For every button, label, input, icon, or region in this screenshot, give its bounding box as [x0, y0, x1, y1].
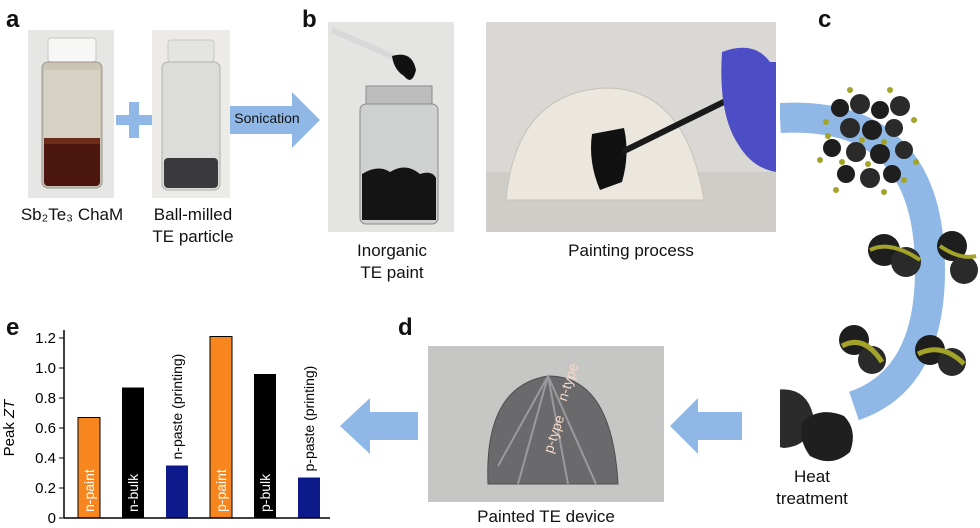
- y-tick-label: 0.2: [35, 480, 56, 497]
- arrow-to-device: [670, 398, 742, 454]
- painting-process-photo: [486, 22, 776, 232]
- coated-clusters-icon: [868, 231, 978, 284]
- ball-milled-particle-vial-photo: [152, 30, 230, 198]
- y-tick-label: 0.8: [35, 390, 56, 407]
- caption-te-paint: TE paint: [360, 263, 424, 282]
- caption-heat: Heat: [794, 467, 830, 486]
- bar-label-n-bulk: n-bulk: [125, 473, 141, 512]
- chart-y-axis-label: Peak ZT: [1, 398, 18, 457]
- y-tick-label: 1.2: [35, 330, 56, 347]
- caption-inorganic: Inorganic: [357, 241, 427, 260]
- y-tick-label: 0.6: [35, 420, 56, 437]
- caption-ball-milled-line2: TE particle: [152, 227, 234, 246]
- loose-nanoparticles-icon: [817, 87, 919, 195]
- sintering-process-illustration: [780, 87, 978, 462]
- panel-label-d: d: [398, 314, 413, 341]
- bar-n-paste: [166, 465, 188, 518]
- caption-ball-milled-line1: Ball-milled: [153, 205, 233, 224]
- arrow-to-chart: [340, 398, 418, 454]
- sintered-grains-icon: [780, 389, 853, 462]
- caption-treatment: treatment: [776, 489, 848, 508]
- y-tick-label: 1.0: [35, 360, 56, 377]
- sonication-arrow: [230, 92, 320, 148]
- panel-label-e: e: [6, 314, 20, 341]
- bar-label-n-paste: n-paste (printing): [169, 354, 185, 460]
- bar-label-n-paint: n-paint: [81, 469, 97, 512]
- y-tick-label: 0.4: [35, 450, 56, 467]
- panel-label-c: c: [818, 6, 832, 33]
- bar-p-bulk: [254, 374, 276, 518]
- painted-te-device-photo: n-type p-type: [428, 346, 664, 502]
- peak-zt-bar-chart: Peak ZT 0 0.2 0.4 0.6 0.8 1.0 1.2 n-paint n-bul…: [1, 330, 330, 527]
- panel-label-b: b: [302, 6, 317, 33]
- caption-painted-te-device: Painted TE device: [477, 507, 615, 526]
- caption-sb2te3-chaM: Sb₂Te₃ ChaM: [20, 205, 124, 224]
- bar-label-p-paste: p-paste (printing): [301, 366, 317, 472]
- y-tick-label: 0: [48, 510, 56, 527]
- caption-painting-process: Painting process: [568, 241, 694, 260]
- te-paint-jar-photo: [328, 22, 454, 232]
- bar-p-paste: [298, 477, 320, 518]
- sonication-label: Sonication: [234, 110, 300, 126]
- bar-label-p-paint: p-paint: [213, 469, 229, 512]
- chalcogenidometallate-vial-photo: [28, 30, 114, 198]
- panel-label-a: a: [6, 6, 20, 33]
- fusing-clusters-icon: [839, 325, 966, 376]
- bar-label-p-bulk: p-bulk: [257, 473, 273, 512]
- plus-icon: [116, 102, 152, 138]
- bar-n-bulk: [122, 387, 144, 518]
